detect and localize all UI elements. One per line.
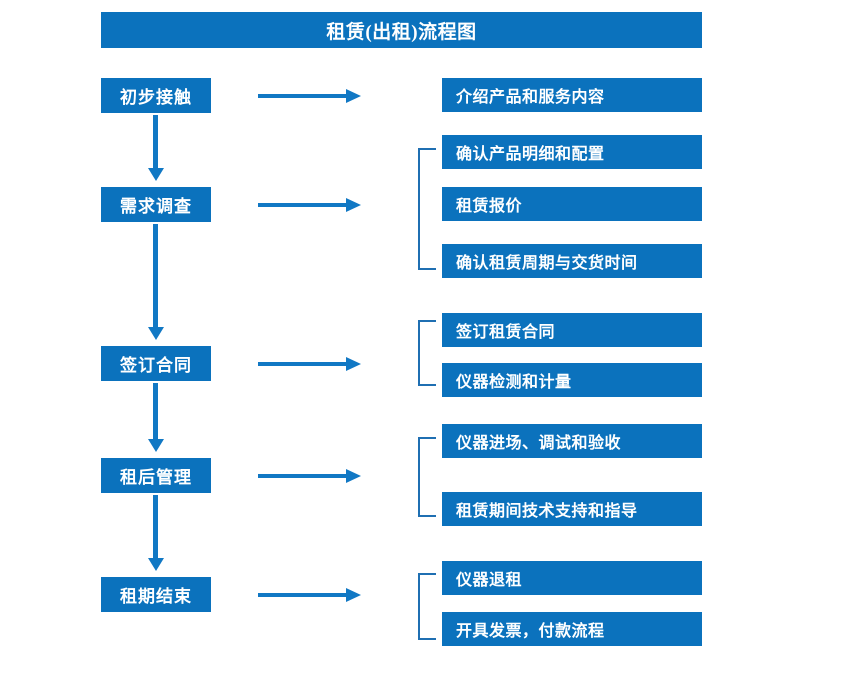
detail-box-4[interactable]: 确认租赁周期与交货时间	[442, 244, 702, 278]
arrow-head	[346, 469, 361, 483]
down-arrow-icon-4	[148, 495, 164, 571]
stage-box-2[interactable]: 需求调查	[101, 187, 211, 222]
stage-box-4[interactable]: 租后管理	[101, 458, 211, 493]
arrow-head	[346, 357, 361, 371]
right-arrow-icon-3	[258, 356, 362, 372]
arrow-shaft	[258, 362, 348, 366]
arrow-head	[346, 89, 361, 103]
group-bracket-3	[418, 437, 436, 517]
down-arrow-icon-2	[148, 224, 164, 340]
right-arrow-icon-2	[258, 197, 362, 213]
stage-box-5[interactable]: 租期结束	[101, 577, 211, 612]
arrow-head	[148, 558, 164, 571]
arrow-shaft	[258, 94, 348, 98]
down-arrow-icon-3	[148, 383, 164, 452]
arrow-shaft	[153, 115, 158, 169]
detail-box-5[interactable]: 签订租赁合同	[442, 313, 702, 347]
arrow-shaft	[258, 474, 348, 478]
arrow-shaft	[153, 495, 158, 559]
down-arrow-icon-1	[148, 115, 164, 181]
arrow-shaft	[153, 383, 158, 440]
detail-box-7[interactable]: 仪器进场、调试和验收	[442, 424, 702, 458]
arrow-shaft	[258, 593, 348, 597]
arrow-head	[148, 439, 164, 452]
arrow-head	[148, 327, 164, 340]
detail-box-2[interactable]: 确认产品明细和配置	[442, 135, 702, 169]
detail-box-9[interactable]: 仪器退租	[442, 561, 702, 595]
flowchart-title: 租赁(出租)流程图	[101, 12, 702, 48]
right-arrow-icon-4	[258, 468, 362, 484]
right-arrow-icon-1	[258, 88, 362, 104]
arrow-shaft	[153, 224, 158, 328]
stage-box-1[interactable]: 初步接触	[101, 78, 211, 113]
detail-box-1[interactable]: 介绍产品和服务内容	[442, 78, 702, 112]
arrow-head	[346, 588, 361, 602]
group-bracket-1	[418, 148, 436, 270]
arrow-head	[346, 198, 361, 212]
group-bracket-2	[418, 320, 436, 386]
arrow-head	[148, 168, 164, 181]
detail-box-3[interactable]: 租赁报价	[442, 187, 702, 221]
group-bracket-4	[418, 573, 436, 640]
arrow-shaft	[258, 203, 348, 207]
detail-box-6[interactable]: 仪器检测和计量	[442, 363, 702, 397]
detail-box-10[interactable]: 开具发票，付款流程	[442, 612, 702, 646]
detail-box-8[interactable]: 租赁期间技术支持和指导	[442, 492, 702, 526]
right-arrow-icon-5	[258, 587, 362, 603]
stage-box-3[interactable]: 签订合同	[101, 346, 211, 381]
